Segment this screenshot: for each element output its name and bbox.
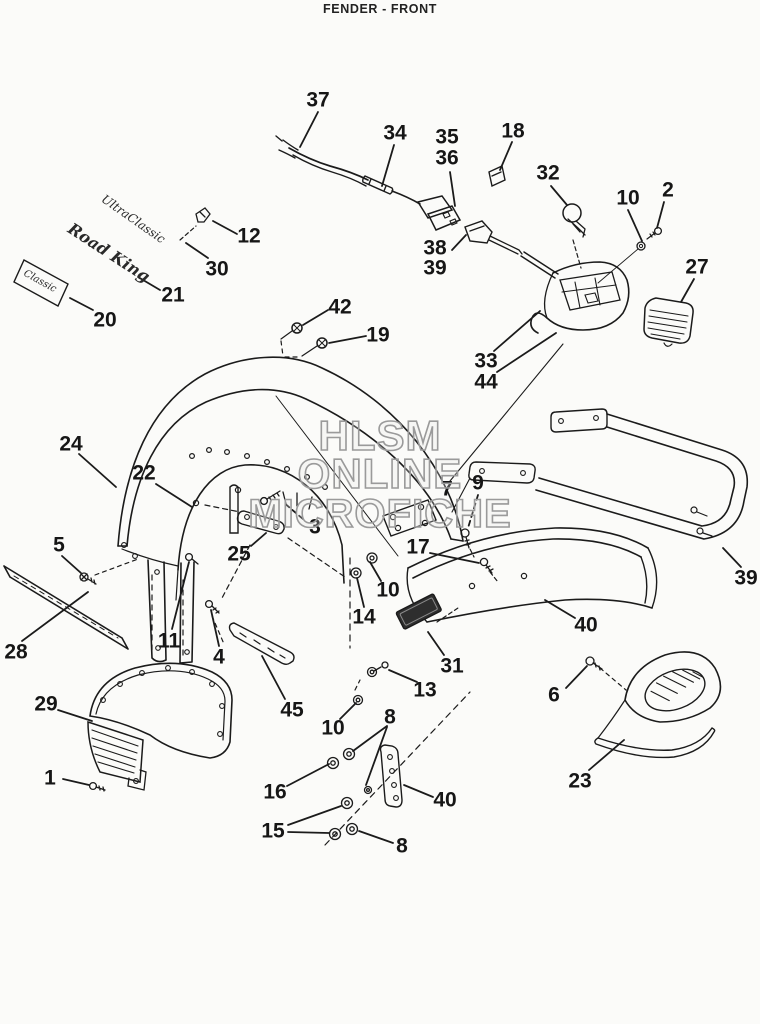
- callout-45: 45: [280, 698, 304, 722]
- leader-lines: [21, 111, 742, 844]
- callout-19: 19: [366, 323, 390, 347]
- callout-14: 14: [352, 605, 376, 629]
- callout-35: 35: [435, 125, 459, 149]
- callout-32: 32: [536, 161, 560, 185]
- callout-25: 25: [227, 542, 251, 566]
- callout-17: 17: [406, 535, 430, 559]
- callout-13: 13: [413, 678, 437, 702]
- diagram-title: FENDER - FRONT: [323, 2, 437, 16]
- callout-10: 10: [616, 186, 640, 210]
- callout-20: 20: [93, 308, 117, 332]
- callout-3: 3: [309, 515, 321, 539]
- callout-8: 8: [384, 705, 396, 729]
- callout-10: 10: [321, 716, 345, 740]
- callout-9: 9: [472, 471, 484, 495]
- callout-39: 39: [423, 256, 447, 280]
- callout-37: 37: [306, 88, 330, 112]
- callout-18: 18: [501, 119, 525, 143]
- fender-bumper-art: [395, 527, 658, 630]
- callout-8: 8: [396, 834, 408, 858]
- callout-39: 39: [734, 566, 758, 590]
- bracket-and-screw-art: [236, 490, 285, 535]
- callout-16: 16: [263, 780, 287, 804]
- callout-44: 44: [474, 370, 498, 394]
- callout-29: 29: [34, 692, 58, 716]
- tip-light-art: [594, 651, 722, 759]
- alignment-lines: [94, 225, 639, 846]
- small-bracket-art: [379, 744, 403, 808]
- fender-bolts-art: [291, 322, 328, 349]
- callout-33: 33: [474, 349, 498, 373]
- fasteners-art: [79, 528, 603, 841]
- washer-stack-art: [326, 552, 389, 841]
- stay-bracket-art: [228, 622, 295, 665]
- callout-30: 30: [205, 257, 229, 281]
- callout-11: 11: [157, 629, 181, 653]
- trim-spear-art: [3, 565, 129, 650]
- callout-28: 28: [4, 640, 28, 664]
- callout-5: 5: [53, 533, 65, 557]
- callout-2: 2: [662, 178, 674, 202]
- mount-plate-art: [382, 499, 437, 537]
- callout-40: 40: [574, 613, 598, 637]
- callout-40: 40: [433, 788, 457, 812]
- callout-1: 1: [44, 766, 56, 790]
- callout-31: 31: [440, 654, 464, 678]
- callout-38: 38: [423, 236, 447, 260]
- callout-42: 42: [328, 295, 352, 319]
- fender-rail-art: [451, 408, 749, 540]
- emblem-plate-art: [13, 207, 211, 307]
- callout-27: 27: [685, 255, 709, 279]
- callout-24: 24: [59, 432, 83, 456]
- callout-4: 4: [213, 645, 225, 669]
- fender-skirt-art: [87, 662, 233, 791]
- callout-15: 15: [261, 819, 285, 843]
- callout-12: 12: [237, 224, 261, 248]
- callout-7: 7: [441, 477, 453, 501]
- callout-22: 22: [132, 461, 156, 485]
- callout-23: 23: [568, 769, 592, 793]
- callout-36: 36: [435, 146, 459, 170]
- callout-10: 10: [376, 578, 400, 602]
- callout-21: 21: [161, 283, 185, 307]
- callout-34: 34: [383, 121, 407, 145]
- front-fender-art: [117, 356, 464, 664]
- callout-6: 6: [548, 683, 560, 707]
